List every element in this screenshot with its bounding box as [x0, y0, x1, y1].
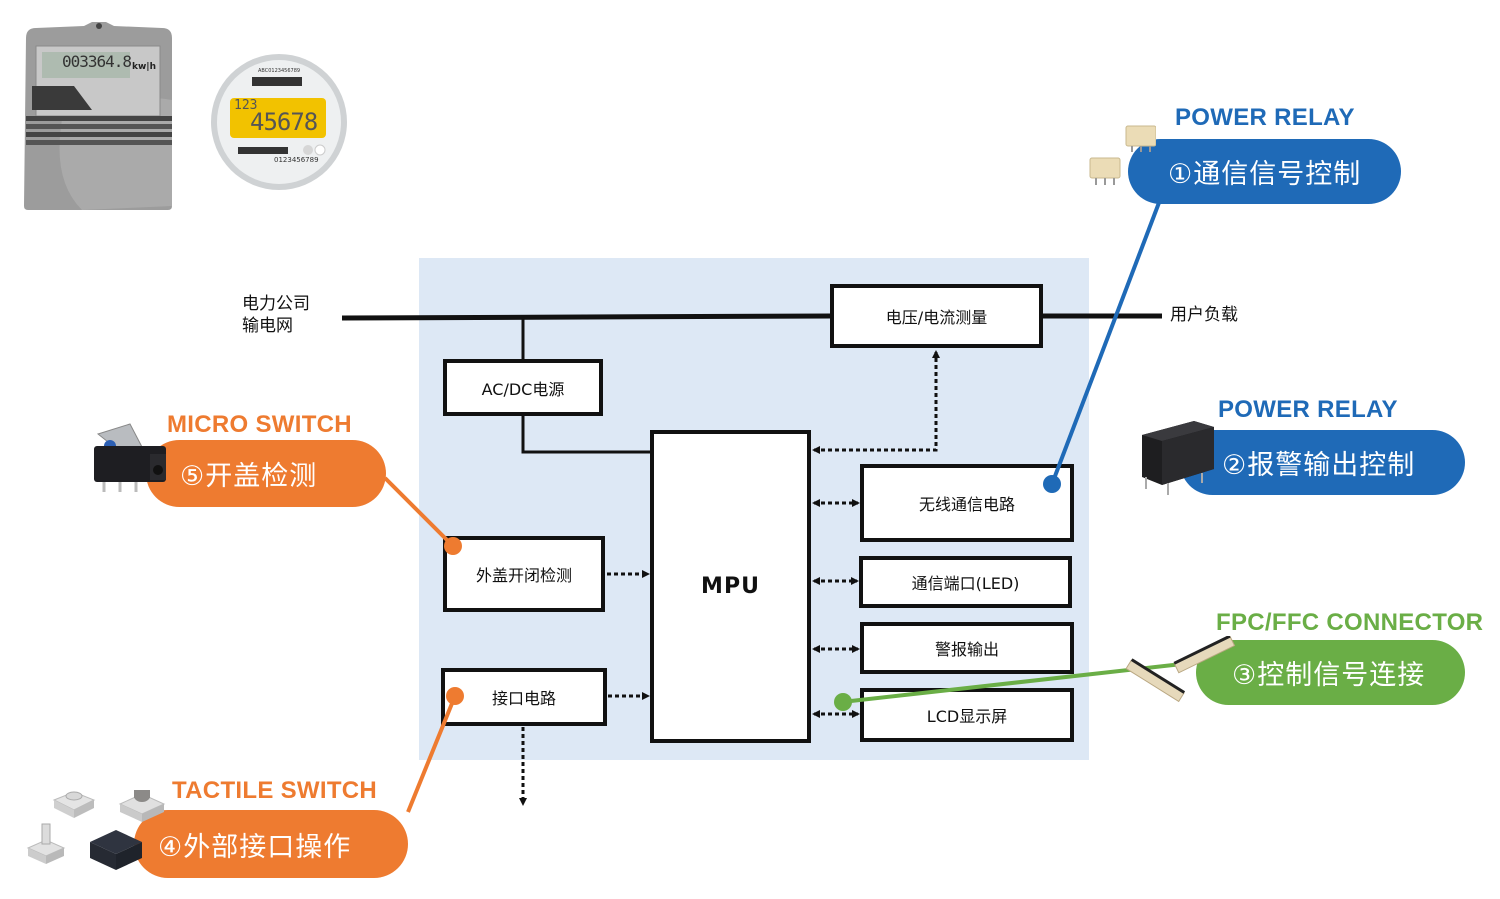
signal-relay-icon — [1086, 122, 1157, 192]
callout-3-category: FPC/FFC CONNECTOR — [1216, 609, 1484, 636]
callout-3-pill: ③控制信号连接 — [1196, 640, 1465, 705]
cover-detect-block: 外盖开闭检测 — [443, 536, 605, 612]
callout-3-label: ③控制信号连接 — [1232, 660, 1426, 691]
user-load-label: 用户负载 — [1170, 305, 1238, 325]
callout-1-category: POWER RELAY — [1175, 104, 1355, 131]
meter-line2: 45678 — [250, 108, 318, 136]
meter-line1: 123 — [234, 98, 258, 113]
alarm-output-label: 警报输出 — [934, 640, 999, 659]
callout-4-category: TACTILE SWITCH — [172, 777, 378, 804]
voltage-current-block: 电压/电流测量 — [830, 284, 1043, 348]
wireless-block: 无线通信电路 — [860, 464, 1074, 542]
tactile-switch-icon — [24, 784, 174, 880]
callout-5-category: MICRO SWITCH — [167, 411, 352, 438]
callout-1-label: ①通信信号控制 — [1168, 159, 1362, 190]
smart-meter-illustration: ABC0123456789 123 45678 0123456789 — [208, 52, 350, 192]
electric-meter-illustration: 003364.8 kw|h — [22, 20, 174, 212]
interface-label: 接口电路 — [491, 689, 556, 708]
mpu-block: MPU — [650, 430, 811, 743]
interface-block: 接口电路 — [441, 668, 607, 726]
comm-port-block: 通信端口(LED) — [859, 556, 1072, 608]
acdc-block: AC/DC电源 — [443, 359, 603, 416]
alarm-output-block: 警报输出 — [860, 622, 1074, 674]
callout-5-pill: ⑤开盖检测 — [146, 440, 386, 507]
comm-port-label: 通信端口(LED) — [911, 574, 1020, 593]
fpc-connector-icon — [1120, 634, 1240, 710]
callout-1-pill: ①通信信号控制 — [1128, 139, 1401, 204]
callout-2-pill: ②报警输出控制 — [1180, 430, 1465, 495]
meter-top-code: ABC0123456789 — [258, 68, 301, 74]
acdc-label: AC/DC电源 — [481, 379, 565, 399]
meter-reading: 003364.8 — [62, 52, 132, 71]
callout-2-label: ②报警输出控制 — [1222, 450, 1416, 481]
lcd-label: LCD显示屏 — [926, 707, 1008, 726]
micro-switch-icon — [90, 420, 172, 500]
wireless-label: 无线通信电路 — [918, 495, 1015, 514]
callout-4-pill: ④外部接口操作 — [134, 810, 408, 878]
cover-detect-label: 外盖开闭检测 — [475, 566, 572, 585]
meter-unit: kw|h — [132, 62, 156, 72]
lcd-block: LCD显示屏 — [860, 688, 1074, 742]
callout-4-label: ④外部接口操作 — [158, 831, 352, 863]
grid-source-label: 电力公司 输电网 — [242, 293, 310, 337]
grid-source-line1: 电力公司 — [242, 294, 310, 314]
voltage-current-label: 电压/电流测量 — [885, 308, 988, 327]
grid-source-line2: 输电网 — [242, 316, 293, 336]
meter-bottom-code: 0123456789 — [274, 156, 319, 164]
callout-2-category: POWER RELAY — [1218, 396, 1398, 423]
callout-5-label: ⑤开盖检测 — [180, 461, 318, 492]
mpu-label: MPU — [701, 574, 760, 599]
power-relay-icon — [1138, 415, 1218, 497]
